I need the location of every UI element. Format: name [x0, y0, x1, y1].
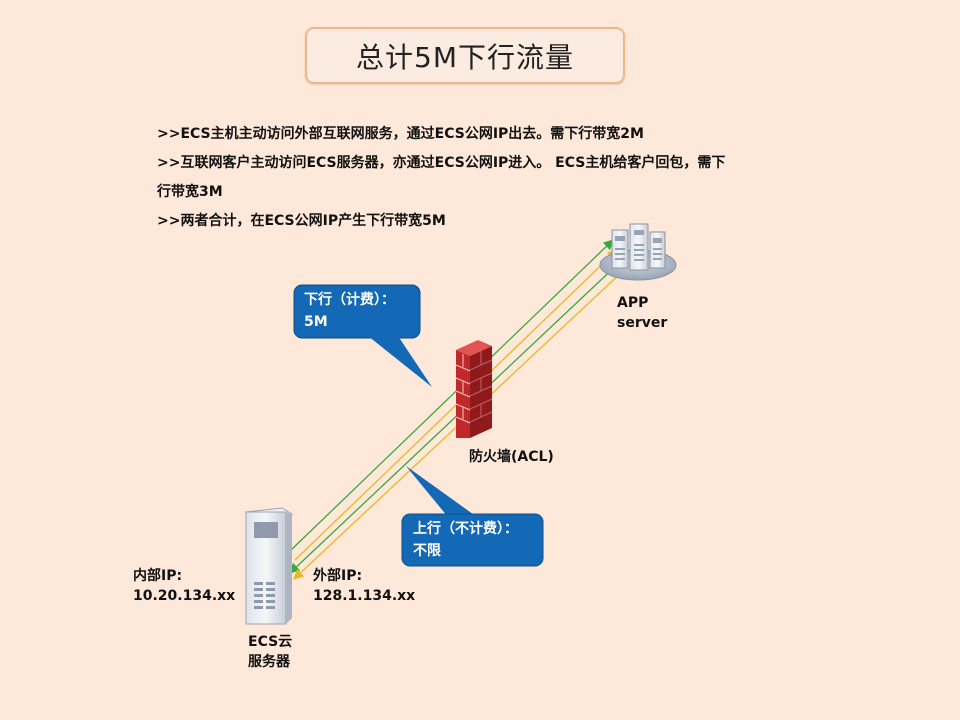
description: >>ECS主机主动访问外部互联网服务，通过ECS公网IP出去。需下行带宽2M >… [157, 120, 837, 236]
server-tower-icon [244, 507, 294, 625]
description-line: >>ECS主机主动访问外部互联网服务，通过ECS公网IP出去。需下行带宽2M [157, 126, 644, 142]
page-title: 总计5M下行流量 [305, 27, 625, 84]
callout-up [401, 466, 544, 567]
ecs-label-line2: 服务器 [248, 654, 290, 670]
arrow-up-green [290, 239, 614, 551]
server-cluster-icon [599, 223, 677, 281]
external-ip-title: 外部IP: [313, 568, 363, 584]
ecs-label-line1: ECS云 [248, 634, 293, 650]
callout-down-line1: 下行（计费）： [304, 292, 395, 308]
callout-down [293, 284, 432, 387]
brick-firewall-icon [455, 340, 493, 438]
app-server-label-line1: APP [617, 295, 649, 311]
description-line: 行带宽3M [157, 184, 223, 200]
callout-up-line2: 不限 [413, 543, 441, 559]
description-line: >>互联网客户主动访问ECS服务器，亦通过ECS公网IP进入。 ECS主机给客户… [157, 155, 726, 171]
firewall-label: 防火墙(ACL) [469, 449, 554, 465]
internal-ip-value: 10.20.134.xx [133, 588, 236, 604]
ecs-label: ECS云 服务器 [248, 632, 292, 672]
app-server-label-line2: server [617, 315, 668, 331]
description-line: >>两者合计，在ECS公网IP产生下行带宽5M [157, 213, 446, 229]
callout-up-text: 上行（不计费）： 不限 [413, 518, 518, 562]
internal-ip-title: 内部IP: [133, 568, 183, 584]
app-server-label: APP server [617, 293, 667, 333]
external-ip-value: 128.1.134.xx [313, 588, 416, 604]
arrow-up-yellow [294, 249, 618, 561]
external-ip-label: 外部IP: 128.1.134.xx [313, 566, 415, 606]
internal-ip-label: 内部IP: 10.20.134.xx [133, 566, 235, 606]
callout-down-text: 下行（计费）： 5M [304, 289, 395, 333]
callout-up-line1: 上行（不计费）： [413, 521, 518, 537]
arrow-down-green [289, 261, 621, 574]
callout-down-line2: 5M [304, 314, 328, 330]
